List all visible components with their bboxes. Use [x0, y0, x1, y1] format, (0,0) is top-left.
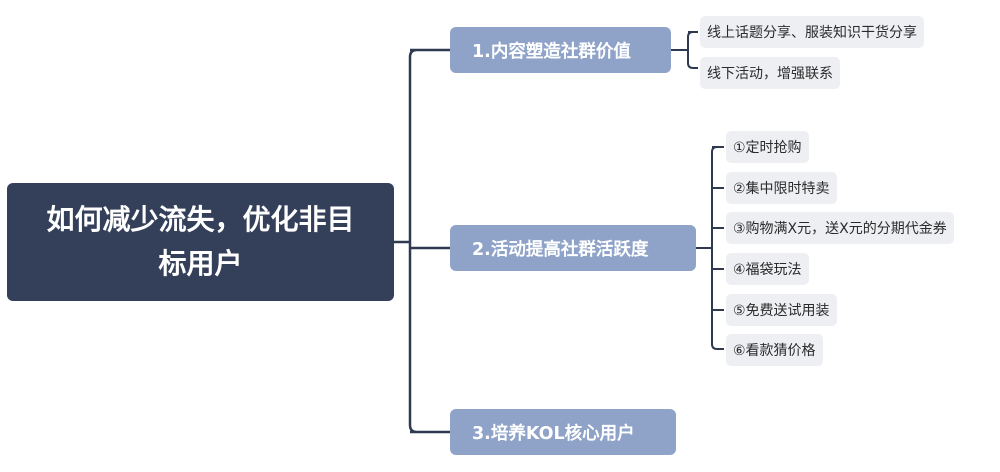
branch2-lines — [696, 146, 724, 350]
trunk-line — [394, 48, 450, 434]
leaf-guess-price: ⑥看款猜价格 — [726, 334, 823, 366]
leaf-installment-coupon: ③购物满X元，送X元的分期代金券 — [726, 212, 954, 244]
leaf-timed-flash-sale: ①定时抢购 — [726, 131, 809, 163]
branch-content-value: 1.内容塑造社群价值 — [450, 27, 671, 73]
branch-kol-users: 3.培养KOL核心用户 — [450, 409, 676, 455]
leaf-online-sharing: 线上话题分享、服装知识干货分享 — [700, 16, 924, 48]
leaf-lucky-bag: ④福袋玩法 — [726, 253, 809, 285]
branch-activity-engagement: 2.活动提高社群活跃度 — [450, 225, 696, 271]
root-topic: 如何减少流失，优化非目标用户 — [7, 183, 394, 301]
branch1-lines — [671, 31, 698, 69]
leaf-offline-activities: 线下活动，增强联系 — [700, 57, 840, 89]
leaf-limited-time-special: ②集中限时特卖 — [726, 172, 837, 204]
leaf-free-samples: ⑤免费送试用装 — [726, 294, 837, 326]
